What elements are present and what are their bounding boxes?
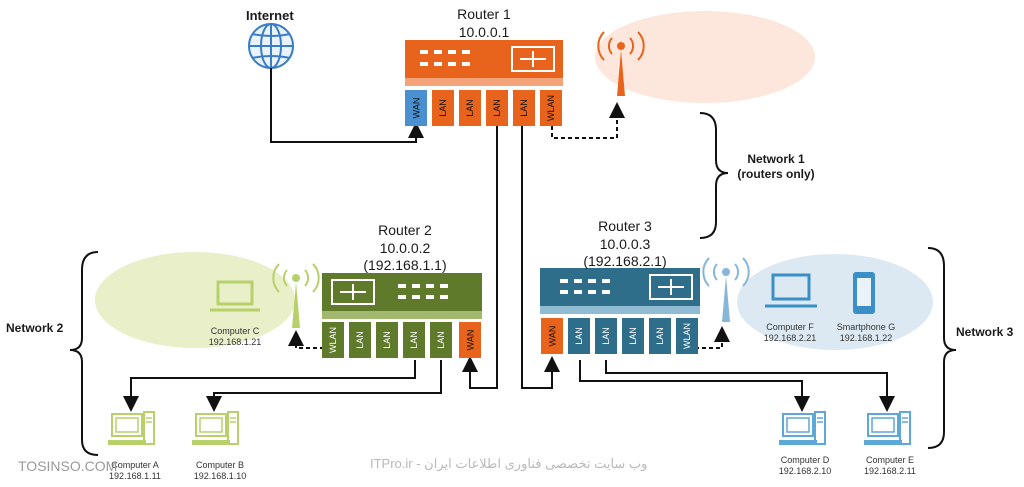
router3-port-wlan: WLAN: [676, 318, 698, 354]
computer-b-name: Computer B: [195, 460, 245, 470]
router3-ip2: (192.168.2.1): [583, 253, 667, 269]
smartphone-g-name: Smartphone G: [836, 322, 896, 332]
router2-port-lan: LAN: [376, 322, 398, 358]
internet-label: Internet: [246, 8, 294, 23]
router2-wifi-coverage: [95, 252, 295, 348]
computer-f-ip: 192.168.2.21: [763, 333, 817, 343]
network3-label: Network 3: [956, 325, 1014, 339]
router2-port-wlan: WLAN: [322, 322, 344, 358]
router2-title: Router 2: [378, 222, 432, 238]
network1-sublabel: (routers only): [737, 167, 815, 181]
computer-f-name: Computer F: [766, 322, 814, 332]
router3-antenna-icon: [702, 257, 750, 322]
router1-port-lan: LAN: [459, 90, 481, 126]
computer-d-icon: [778, 411, 826, 446]
computer-e-ip: 192.168.2.11: [864, 466, 916, 476]
network1-bracket: [699, 112, 729, 239]
router2-antenna-icon: [272, 263, 320, 328]
router3-title: Router 3: [598, 218, 652, 234]
computer-d-ip: 192.168.2.10: [778, 466, 832, 476]
router1-port-lan: LAN: [432, 90, 454, 126]
laptop-f-icon: [765, 273, 817, 308]
router1-port-wlan: WLAN: [540, 90, 562, 126]
router3-port-lan: LAN: [568, 318, 590, 354]
watermark-center: ITPro.ir - وب سایت تخصصی فناوری اطلاعات …: [370, 456, 648, 471]
router1-port-wan: WAN: [405, 90, 427, 126]
computer-b-icon: [191, 411, 239, 446]
network1-label: Network 1: [747, 152, 805, 166]
router2-ip: 10.0.0.2: [379, 240, 431, 256]
computer-a-icon: [107, 411, 155, 446]
network3-bracket: [927, 247, 957, 449]
router3-ip: 10.0.0.3: [599, 236, 651, 252]
smartphone-g-ip: 192.168.1.22: [839, 333, 893, 343]
router3-port-wan: WAN: [541, 318, 563, 354]
router3-port-lan: LAN: [649, 318, 671, 354]
router1-antenna-icon: [597, 31, 645, 96]
router1-title: Router 1: [457, 6, 511, 22]
router2-port-lan: LAN: [403, 322, 425, 358]
computer-d-name: Computer D: [780, 455, 830, 465]
network2-bracket: [69, 251, 99, 456]
internet-globe-icon: [248, 23, 294, 69]
router3-port-lan: LAN: [595, 318, 617, 354]
computer-e-icon: [863, 411, 911, 446]
network2-label: Network 2: [6, 321, 64, 335]
watermark-left: TOSINSO.COM: [18, 458, 118, 474]
computer-a-name: Computer A: [111, 460, 159, 470]
computer-e-name: Computer E: [865, 455, 915, 465]
router2-port-lan: LAN: [430, 322, 452, 358]
smartphone-g-icon: [853, 272, 875, 314]
router1-port-lan: LAN: [513, 90, 535, 126]
router2-ip2: (192.168.1.1): [363, 257, 447, 273]
laptop-c-icon: [210, 280, 260, 312]
computer-b-ip: 192.168.1.10: [193, 471, 247, 481]
router2-port-wan: WAN: [459, 322, 481, 358]
computer-c-name: Computer C: [210, 326, 260, 336]
router3-port-lan: LAN: [622, 318, 644, 354]
computer-a-ip: 192.168.1.11: [109, 471, 161, 481]
router1-port-lan: LAN: [486, 90, 508, 126]
router3-wifi-coverage: [737, 254, 933, 350]
router2-port-lan: LAN: [349, 322, 371, 358]
router1-ip: 10.0.0.1: [458, 24, 510, 40]
computer-c-ip: 192.168.1.21: [208, 337, 262, 347]
router1-wifi-coverage: [595, 11, 815, 103]
